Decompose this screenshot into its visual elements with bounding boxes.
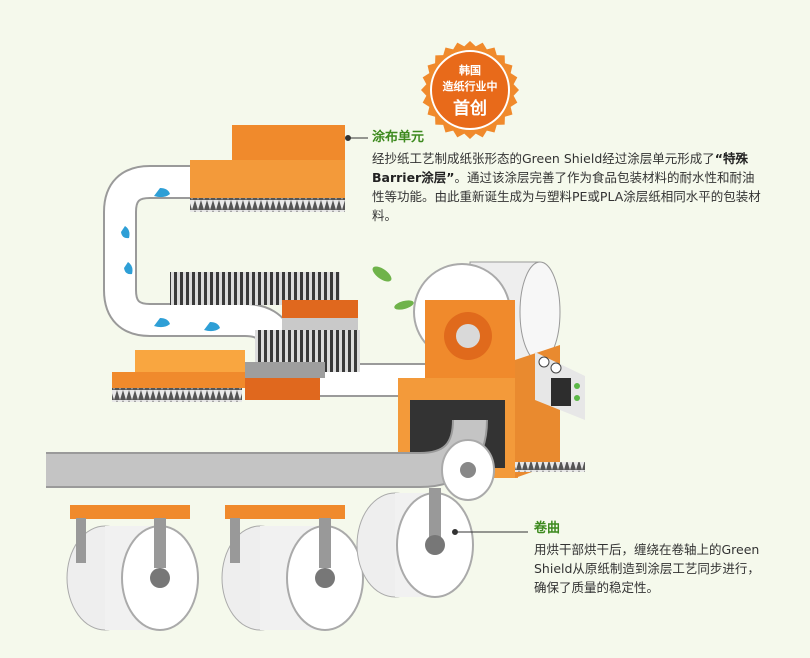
badge-line-3: 首创 (420, 94, 520, 119)
coating-text-before: 经抄纸工艺制成纸张形态的Green Shield经过涂层单元形成了 (372, 151, 715, 166)
coating-title: 涂布单元 (372, 128, 762, 147)
winding-text: 用烘干部烘干后，缠绕在卷轴上的Green Shield从原纸制造到涂层工艺同步进… (534, 542, 760, 595)
badge-line-1: 韩国 (420, 62, 520, 78)
badge-line-2: 造纸行业中 (420, 78, 520, 94)
winding-title: 卷曲 (534, 519, 764, 538)
coating-unit-top (190, 125, 345, 212)
first-in-industry-badge: 韩国 造纸行业中 首创 (420, 40, 520, 140)
coating-callout: 涂布单元 经抄纸工艺制成纸张形态的Green Shield经过涂层单元形成了“特… (372, 128, 762, 225)
roller-small (442, 440, 494, 500)
winding-callout: 卷曲 用烘干部烘干后，缠绕在卷轴上的Green Shield从原纸制造到涂层工艺… (534, 519, 764, 597)
leaf-icons (370, 264, 415, 312)
